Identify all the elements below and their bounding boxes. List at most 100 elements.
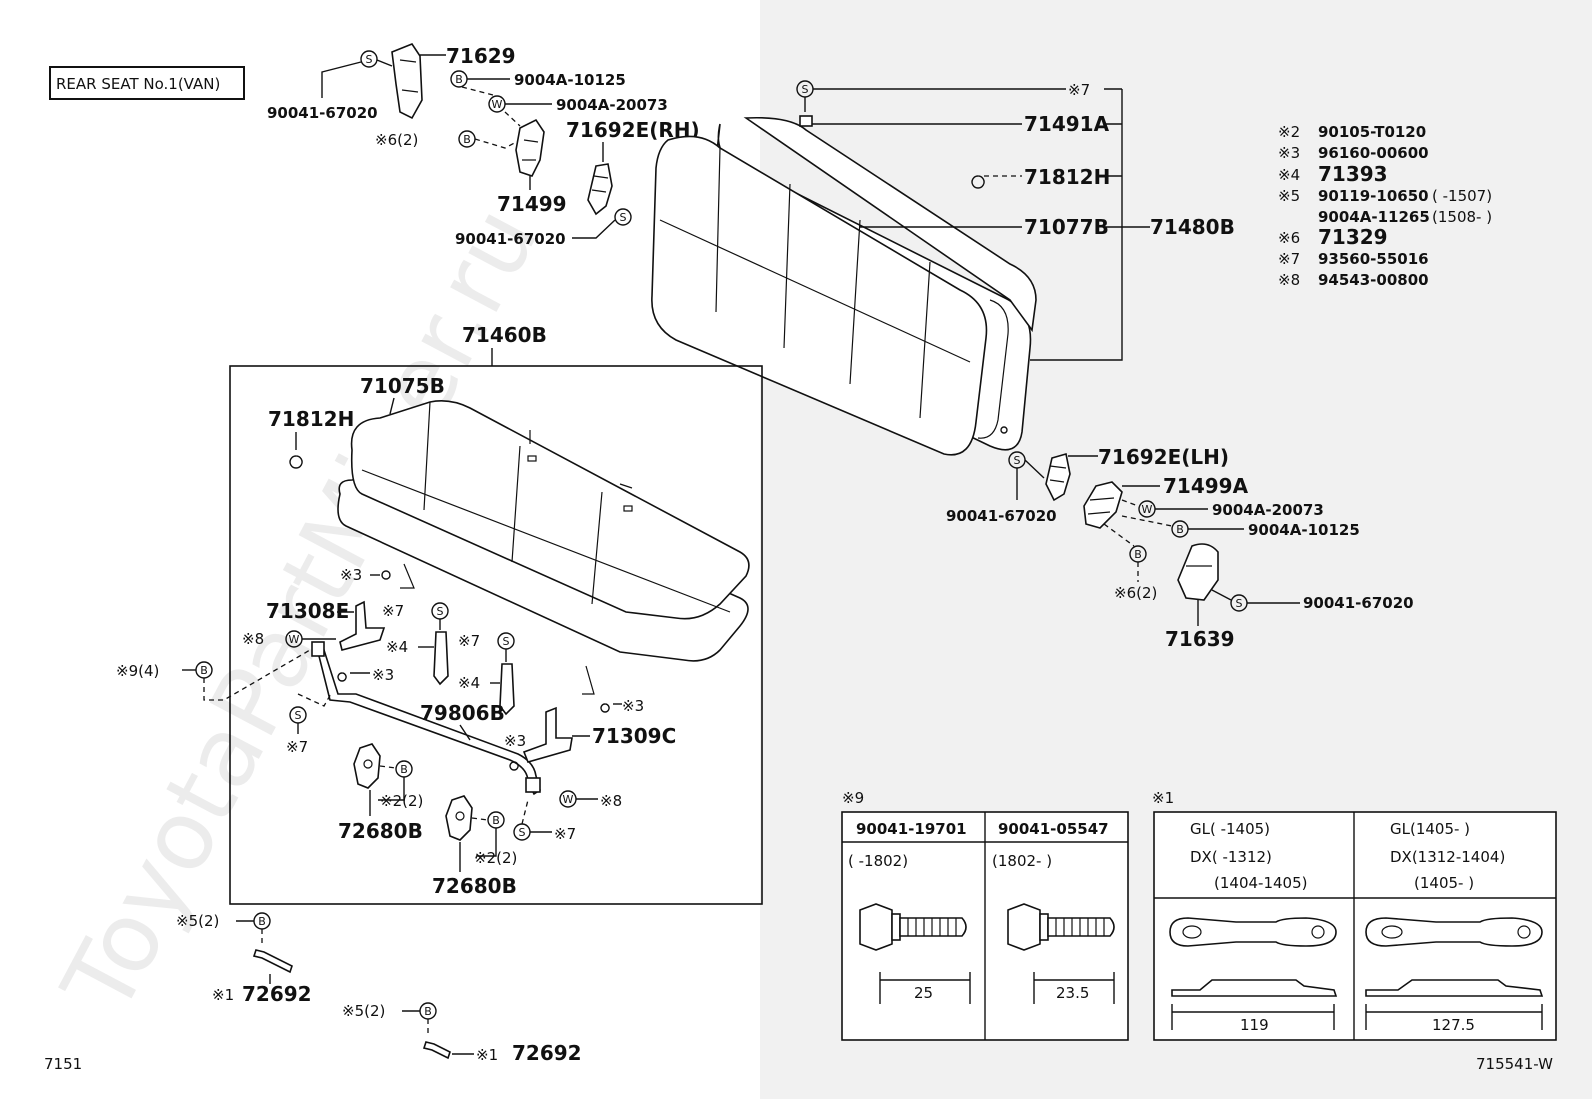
ring-71812H — [971, 175, 985, 189]
cushion-group-box — [229, 365, 763, 905]
legend-note-3: ( -1507) — [1432, 187, 1492, 205]
table1-mark: ※1 — [1152, 789, 1174, 807]
label-x5-2-a: ※5(2) — [176, 912, 219, 930]
legend-mark-5: ※6 — [1278, 229, 1300, 247]
table9-col1-range: ( -1802) — [848, 852, 908, 870]
label-x4-b: ※4 — [458, 674, 480, 692]
s-symbol-3 — [614, 208, 632, 226]
seat-cushion-71075B — [337, 400, 750, 695]
legend: ※2 90105-T0120 ※3 96160-00600 ※4 71393 ※… — [1278, 123, 1492, 289]
b-symbol-text-5: B — [200, 664, 208, 677]
b-symbol-text-3: B — [1176, 523, 1184, 536]
label-9004A-20073-top: 9004A-20073 — [556, 96, 668, 114]
table9-mark: ※9 — [842, 789, 864, 807]
figure-number: 7151 — [44, 1055, 82, 1073]
hinge-71692E-lh — [1045, 452, 1071, 502]
label-x1-a: ※1 — [212, 986, 234, 1004]
clip-71491A — [799, 115, 813, 127]
label-x3-a: ※3 — [340, 566, 362, 584]
label-71812H-left: 71812H — [268, 407, 354, 431]
s-symbol-text: S — [366, 53, 373, 66]
s-symbol-text-4: S — [802, 83, 809, 96]
label-71491A: 71491A — [1024, 112, 1110, 136]
label-9004A-20073-right: 9004A-20073 — [1212, 501, 1324, 519]
hinge-cover-71639 — [1177, 543, 1219, 601]
ring-71812H-left — [289, 455, 303, 469]
label-x9-4: ※9(4) — [116, 662, 159, 680]
label-x8-a: ※8 — [242, 630, 264, 648]
label-71480B: 71480B — [1150, 215, 1235, 239]
legend-mark-3: ※5 — [1278, 187, 1300, 205]
hook-x4-b — [499, 663, 515, 716]
label-72680B-a: 72680B — [338, 819, 423, 843]
legend-part-4: 9004A-11265 — [1318, 208, 1430, 226]
w-symbol-text-2: W — [1142, 503, 1153, 516]
label-x7-c: ※7 — [286, 738, 308, 756]
latch-72680B-b — [445, 795, 473, 841]
label-71639: 71639 — [1165, 627, 1235, 651]
legend-part-6: 93560-55016 — [1318, 250, 1429, 268]
table1-col2-line1: GL(1405- ) — [1390, 820, 1470, 838]
bracket-71309C — [522, 706, 573, 763]
legend-mark-6: ※7 — [1278, 250, 1300, 268]
legend-part-2: 71393 — [1318, 162, 1388, 186]
illustration-code: 715541-W — [1476, 1055, 1553, 1073]
label-71075B: 71075B — [360, 374, 445, 398]
hinge-71692E-rh — [587, 163, 613, 216]
label-x4-a: ※4 — [386, 638, 408, 656]
s-symbol-text-8: S — [503, 635, 510, 648]
label-x7-a: ※7 — [382, 602, 404, 620]
label-90041-67020-right: 90041-67020 — [946, 507, 1057, 525]
s-symbol-text-7: S — [437, 605, 444, 618]
table1-col2-dim: 127.5 — [1432, 1016, 1475, 1034]
bracket-71480B — [1030, 89, 1123, 361]
latch-72680B-a — [353, 743, 381, 789]
label-x3-b: ※3 — [372, 666, 394, 684]
bracket-71308E — [339, 600, 386, 651]
label-71309C: 71309C — [592, 724, 676, 748]
label-x2-2-a: ※2(2) — [380, 792, 423, 810]
label-x7-b: ※7 — [458, 632, 480, 650]
table1-col1-line3: (1404-1405) — [1214, 874, 1307, 892]
legend-mark-2: ※4 — [1278, 166, 1300, 184]
legend-part-7: 94543-00800 — [1318, 271, 1429, 289]
legend-mark-0: ※2 — [1278, 123, 1300, 141]
table1-col2-line3: (1405- ) — [1414, 874, 1474, 892]
table9-col1-part: 90041-19701 — [856, 820, 967, 838]
table9-col1-dim: 25 — [914, 984, 933, 1002]
w-symbol-text-4: W — [563, 793, 574, 806]
bolt-90041-05547 — [1007, 903, 1115, 951]
label-72692-b: 72692 — [512, 1041, 582, 1065]
label-71629: 71629 — [446, 44, 516, 68]
label-79806B: 79806B — [420, 701, 505, 725]
legend-mark-1: ※3 — [1278, 144, 1300, 162]
label-72692-a: 72692 — [242, 982, 312, 1006]
legend-part-1: 96160-00600 — [1318, 144, 1429, 162]
hinge-bracket-71499 — [515, 118, 545, 177]
hinge-cover-71629 — [391, 43, 423, 120]
stay-72692-b — [422, 1041, 451, 1060]
label-x8-b: ※8 — [600, 792, 622, 810]
stay-72692-a — [252, 949, 293, 974]
hook-x4-a — [433, 631, 449, 686]
hinge-bracket-71499A — [1083, 481, 1123, 529]
s-symbol-text-3: S — [620, 211, 627, 224]
s-symbol — [360, 50, 378, 68]
label-x7-d: ※7 — [554, 825, 576, 843]
table9-col2-part: 90041-05547 — [998, 820, 1109, 838]
label-72680B-b: 72680B — [432, 874, 517, 898]
legend-note-4: (1508- ) — [1432, 208, 1492, 226]
legend-mark-7: ※8 — [1278, 271, 1300, 289]
stay-drawing-119 — [1169, 917, 1338, 997]
title-text: REAR SEAT No.1(VAN) — [56, 75, 220, 93]
b-symbol-text-2: B — [463, 133, 471, 146]
label-9004A-10125-top: 9004A-10125 — [514, 71, 626, 89]
label-x6-2-right: ※6(2) — [1114, 584, 1157, 602]
b-symbol-text-7: B — [492, 814, 500, 827]
stay-drawing-127-5 — [1365, 917, 1544, 997]
table1-col1-line1: GL( -1405) — [1190, 820, 1270, 838]
w-symbol-text: W — [492, 98, 503, 111]
table9-col2-range: (1802- ) — [992, 852, 1052, 870]
